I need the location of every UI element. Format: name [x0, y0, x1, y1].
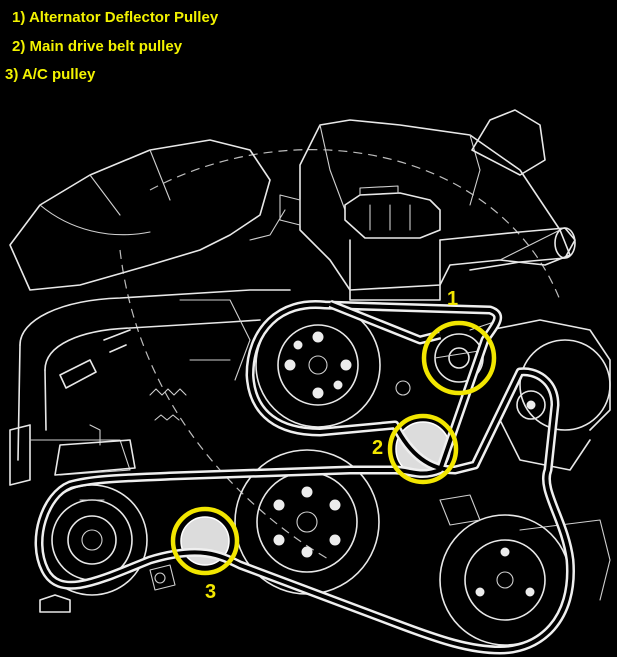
- main-drive-belt: [34, 299, 575, 655]
- legend-item-3: 3) A/C pulley: [5, 66, 96, 83]
- highlight-ring-3: [170, 506, 240, 576]
- water-pump-pulley: [255, 302, 381, 428]
- highlight-ring-2: [387, 413, 459, 485]
- callout-number-2: 2: [372, 437, 384, 459]
- tensioner-pulley: [395, 380, 546, 420]
- highlight-ring-1: [421, 320, 497, 396]
- legend-item-2: 2) Main drive belt pulley: [12, 38, 183, 55]
- callout-number-3: 3: [205, 581, 217, 603]
- legend-item-1: 1) Alternator Deflector Pulley: [12, 9, 219, 26]
- engine-block-outline: [9, 109, 611, 613]
- callout-number-1: 1: [447, 288, 459, 310]
